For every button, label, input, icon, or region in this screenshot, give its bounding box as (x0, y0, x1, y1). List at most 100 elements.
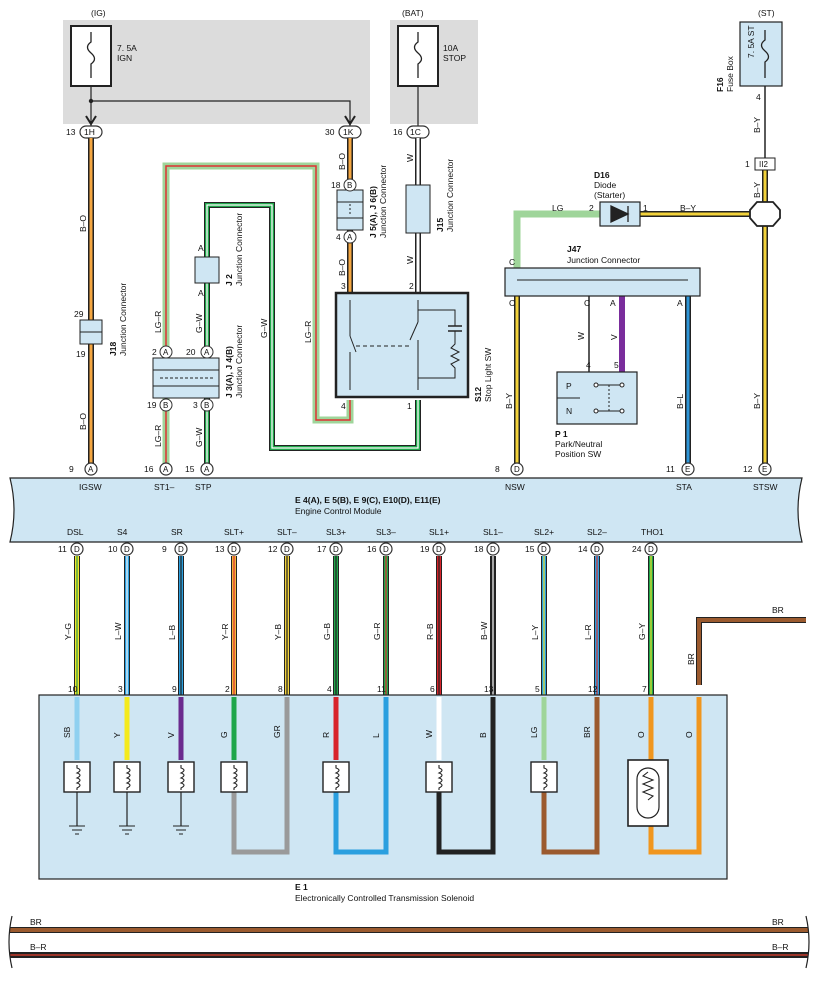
solenoid-wire-color: L (371, 733, 381, 738)
pin-connector-letter: D (436, 545, 442, 554)
j5-pin18: 18 (331, 180, 341, 190)
wire-by-d-label: B–Y (680, 203, 696, 213)
bus-br-left: BR (30, 917, 42, 927)
wire-label-bl: B–L (675, 394, 685, 409)
ign-fuse-name: IGN (117, 53, 132, 63)
pin-number: 16 (367, 544, 377, 554)
wire-lg (513, 210, 600, 268)
j18-pin-bot: 19 (76, 349, 86, 359)
j47-id: J47 (567, 244, 581, 254)
pin-connector-letter: D (490, 545, 496, 554)
ig-arrow-2 (344, 115, 356, 126)
ii2-pin: 1 (745, 159, 750, 169)
wire-label-w1: W (405, 154, 415, 162)
solenoid-pin: 2 (225, 684, 230, 694)
pin-connector-letter: A (204, 465, 210, 474)
j2-id: J 2 (224, 274, 234, 286)
wire-color-label: G–B (322, 623, 332, 640)
pin-name: S4 (117, 527, 128, 537)
stop-light-switch (334, 291, 470, 399)
bat-source-label: (BAT) (402, 8, 424, 18)
j15-name: Junction Connector (445, 159, 455, 232)
solenoid-return-loop (231, 697, 290, 855)
wire-label-w3: W (576, 332, 586, 340)
solenoid-name: Electronically Controlled Transmission S… (295, 893, 474, 903)
fusebox-name: Fuse Box (725, 55, 735, 92)
wire-color-label: Y–R (220, 623, 230, 640)
st-source-label: (ST) (758, 8, 775, 18)
p1-id: P 1 (555, 429, 568, 439)
diode-id: D16 (594, 170, 610, 180)
solenoid-pin: 10 (68, 684, 78, 694)
pin-number: 12 (743, 464, 753, 474)
st-fuse-value: 7. 5A ST (746, 25, 756, 58)
s12-pin3: 3 (341, 281, 346, 291)
solenoid-pin: 5 (535, 684, 540, 694)
wire-label-w2: W (405, 256, 415, 264)
j3-pin3: 3 (193, 400, 198, 410)
wire-br-label: BR (686, 653, 696, 665)
pin-name: SL1+ (429, 527, 449, 537)
wire-label-bo2: B–O (78, 413, 88, 430)
solenoid-pin: 9 (172, 684, 177, 694)
s12-id: S12 (473, 387, 483, 402)
lower-wire: G–R (372, 556, 389, 697)
pin-number: 19 (420, 544, 430, 554)
grounded-coil (119, 790, 135, 835)
solenoid-pin: 13 (484, 684, 494, 694)
lower-wire: B–W (479, 556, 496, 697)
j3-b2: B (204, 401, 209, 410)
j47-name: Junction Connector (567, 255, 640, 265)
diode-sub: (Starter) (594, 190, 625, 200)
pin-connector-letter: D (648, 545, 654, 554)
pin-number: 16 (144, 464, 154, 474)
j47-c-bottom: C (509, 298, 515, 308)
lower-wire: R–B (425, 556, 442, 697)
pin-number: 8 (495, 464, 500, 474)
j3-pin20: 20 (186, 347, 196, 357)
pin-connector-letter: D (178, 545, 184, 554)
pin-connector-letter: D (383, 545, 389, 554)
wire-color-label: L–Y (530, 625, 540, 640)
j15-id: J15 (435, 218, 445, 232)
solenoid-wire-color: W (424, 730, 434, 738)
stop-fuse-value: 10A (443, 43, 458, 53)
solenoid-return-loop (333, 697, 389, 855)
pin-connector-letter: D (124, 545, 130, 554)
diode-pin-1: 1 (643, 203, 648, 213)
solenoid-pin: 4 (327, 684, 332, 694)
st-fuse-symbol (760, 30, 770, 78)
wire-label-lgr1: LG–R (153, 311, 163, 333)
bus-br-2-left: B–R (30, 942, 47, 952)
j2-name: Junction Connector (234, 213, 244, 286)
j3-pin19: 19 (147, 400, 157, 410)
solenoid-coil-icon (167, 761, 195, 793)
wire-label-lgr2: LG–R (153, 425, 163, 447)
wire-g-w (204, 202, 421, 465)
solenoid-wire-color: SB (62, 726, 72, 738)
engine-control-module (9, 477, 803, 543)
p1-pin4: 4 (586, 360, 591, 370)
j3-a1: A (163, 348, 169, 357)
ecm-id: E 4(A), E 5(B), E 9(C), E10(D), E11(E) (295, 495, 441, 505)
j2-pin-bot: A (198, 288, 204, 298)
ig-fuse-area (63, 20, 370, 124)
ig-connector-pin: 13 (66, 127, 76, 137)
wire-label-bo4: B–O (337, 259, 347, 276)
wire-label-gw1: G–W (194, 314, 204, 333)
s12-pin2: 2 (409, 281, 414, 291)
grounded-coil (173, 790, 189, 835)
solenoid-wire: O (636, 697, 654, 760)
solenoid-coil-icon (63, 761, 91, 793)
pin-number: 12 (268, 544, 278, 554)
j5-pin4: 4 (336, 232, 341, 242)
j3-pin2: 2 (152, 347, 157, 357)
ig-connector-label: 1H (84, 127, 95, 137)
j47-a-mid: A (610, 298, 616, 308)
pin-name: STP (195, 482, 212, 492)
